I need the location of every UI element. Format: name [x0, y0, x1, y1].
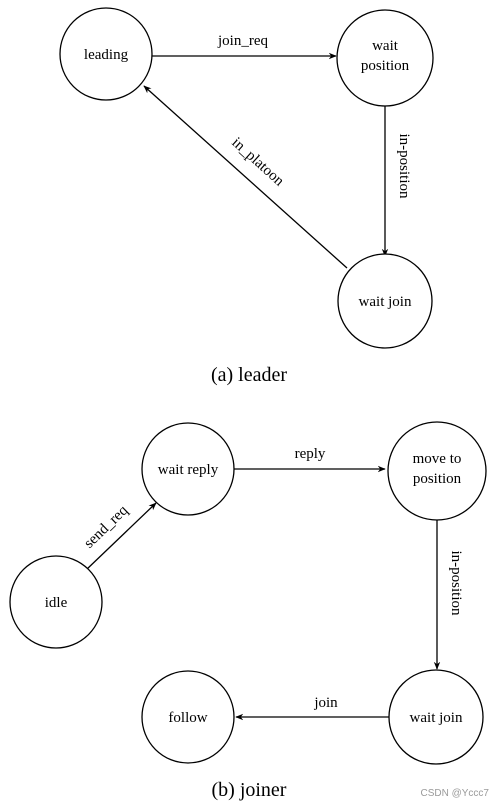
- caption-leader: (a) leader: [211, 364, 287, 386]
- state-wait-reply: [141, 422, 235, 516]
- state-follow-label: follow: [168, 710, 207, 726]
- transition-in-platoon-label: in_platoon: [228, 135, 287, 190]
- state-wait-reply-label: wait reply: [158, 462, 219, 478]
- state-wait-join-joiner-label: wait join: [410, 710, 463, 726]
- transition-join-label: join: [313, 695, 338, 711]
- edge-send-req: [85, 502, 157, 571]
- edge-in-platoon: [143, 85, 348, 269]
- state-leading-label: leading: [84, 47, 129, 63]
- transition-join-req-label: join_req: [217, 33, 268, 49]
- state-follow: [141, 670, 235, 764]
- transition-send-req-label: send_req: [81, 502, 131, 551]
- state-wait-position: [336, 9, 434, 107]
- state-wait-join-leader: [337, 253, 433, 349]
- transition-in-position-joiner-label: in-position: [448, 550, 464, 616]
- watermark: CSDN @Yccc7: [421, 788, 490, 799]
- state-idle-label: idle: [45, 595, 68, 611]
- joiner-diagram: wait reply move to position idle wait jo…: [9, 421, 487, 801]
- state-wait-join-joiner: [388, 669, 484, 765]
- state-idle: [9, 555, 103, 649]
- caption-joiner: (b) joiner: [212, 779, 287, 801]
- transition-reply-label: reply: [295, 446, 326, 462]
- state-move-to-position-label-line2: position: [413, 471, 462, 487]
- state-wait-position-label-line2: position: [361, 58, 410, 74]
- state-wait-join-leader-label: wait join: [359, 294, 412, 310]
- state-leading: [59, 7, 153, 101]
- state-move-to-position: [387, 421, 487, 521]
- state-wait-position-label-line1: wait: [372, 38, 399, 54]
- transition-in-position-label: in-position: [396, 133, 412, 199]
- state-move-to-position-label-line1: move to: [413, 451, 462, 467]
- leader-diagram: leading wait position wait join join_req…: [59, 7, 434, 386]
